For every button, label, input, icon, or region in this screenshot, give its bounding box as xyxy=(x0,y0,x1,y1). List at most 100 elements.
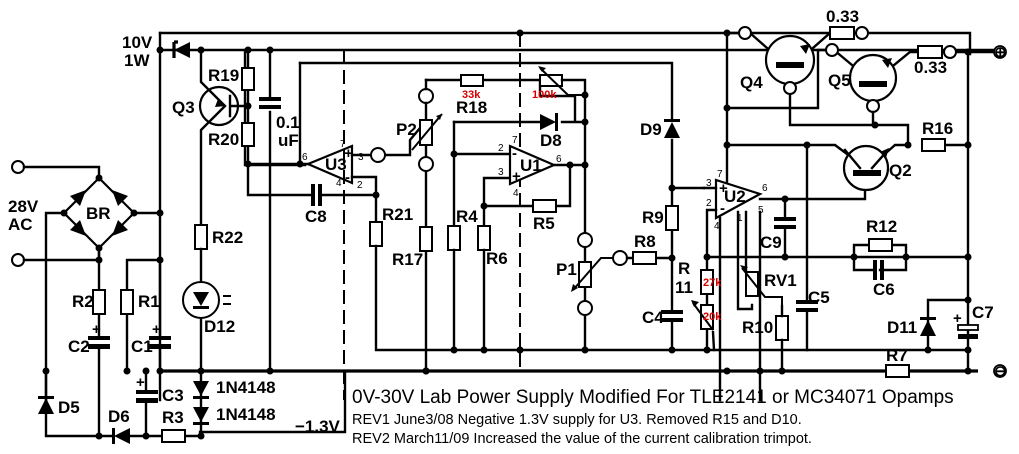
r1-c1-branch: + R1 C1 xyxy=(42,256,171,375)
resistor-shunt-q5 xyxy=(917,45,943,59)
r18-label: R18 xyxy=(456,98,487,117)
trimpot-20k-label: 20k xyxy=(703,311,722,323)
bridge-diode-icon xyxy=(70,220,86,236)
svg-text:4: 4 xyxy=(714,221,720,232)
r11-value-label: 27k xyxy=(703,277,722,289)
bridge-diode-icon xyxy=(70,190,86,206)
svg-text:3: 3 xyxy=(358,152,364,163)
c1-label: C1 xyxy=(131,337,153,356)
title-block: 0V-30V Lab Power Supply Modified For TLE… xyxy=(352,387,954,447)
resistor-r17 xyxy=(419,226,433,252)
diode-d11-icon xyxy=(920,320,936,336)
p2-top-terminal[interactable] xyxy=(418,88,434,104)
p2-bottom-terminal[interactable] xyxy=(418,156,434,172)
r4-label: R4 xyxy=(456,207,478,226)
negative-output-terminal[interactable] xyxy=(993,364,1007,378)
potentiometer-p1[interactable] xyxy=(578,261,592,288)
positive-terminal-symbol: ⊕ xyxy=(994,44,1007,61)
p1-wiper-terminal[interactable] xyxy=(612,250,628,266)
resistor-r20 xyxy=(241,122,255,147)
svg-text:2: 2 xyxy=(706,198,712,209)
q5-label: Q5 xyxy=(828,71,851,90)
trimpot-100k[interactable] xyxy=(539,74,563,87)
zener-diode-icon xyxy=(174,42,190,58)
cap-value-label-2: uF xyxy=(278,131,299,150)
resistor-r21 xyxy=(369,221,383,247)
zener-voltage-label: 10V xyxy=(122,33,153,52)
output-stage: Q2 R16 Q4 0.33 Q5 0.33 ⊕ xyxy=(725,7,1007,192)
resistor-r5 xyxy=(532,199,557,213)
svg-text:+: + xyxy=(512,168,521,185)
resistor-r10 xyxy=(775,315,789,341)
c6-label: C6 xyxy=(873,280,895,299)
q4-base-terminal xyxy=(783,81,797,95)
reference-section: 10V 1W Q3 R19 R20 0.1 uF R22 D12 xyxy=(122,33,300,375)
diode-d6-icon xyxy=(114,428,130,444)
c7-label: C7 xyxy=(972,303,994,322)
resistor-r4 xyxy=(447,225,461,251)
resistor-r6 xyxy=(477,225,491,251)
ac-input: 28V AC xyxy=(8,160,101,267)
svg-text:6: 6 xyxy=(556,154,562,165)
svg-text:-: - xyxy=(512,145,517,162)
input-voltage-label: 28V xyxy=(8,197,39,216)
p2-section: P2 R17 33k R18 100k xyxy=(392,29,589,375)
negative-supply: D5 D6 + C3 R3 1N4148 1N4148 −1.3V xyxy=(38,367,341,444)
p2-wiper-terminal[interactable] xyxy=(370,147,386,163)
r9-label: R9 xyxy=(642,208,664,227)
r6-label: R6 xyxy=(486,249,508,268)
svg-text:+: + xyxy=(92,321,101,338)
transistor-q2-icon xyxy=(842,144,890,192)
svg-text:7: 7 xyxy=(717,169,723,180)
r10-label: R10 xyxy=(742,318,773,337)
resistor-r7 xyxy=(885,364,910,378)
resistor-r19 xyxy=(241,67,255,91)
r11-label-b: 11 xyxy=(675,278,693,297)
diode-d5-icon xyxy=(38,398,54,414)
p1-top-terminal[interactable] xyxy=(577,232,593,248)
resistor-r18 xyxy=(460,74,484,87)
zener-power-label: 1W xyxy=(124,51,150,70)
neg-supply-label: −1.3V xyxy=(295,417,341,436)
diode-1n4148-label-1: 1N4148 xyxy=(216,378,276,397)
svg-text:2: 2 xyxy=(357,180,363,191)
r2-label: R2 xyxy=(72,292,94,311)
trimpot-20k[interactable] xyxy=(700,304,714,330)
positive-output-terminal[interactable] xyxy=(993,45,1007,59)
svg-text:+: + xyxy=(344,145,353,162)
r7-label: R7 xyxy=(886,346,908,365)
r2-c2-branch: + R2 C2 xyxy=(68,246,110,438)
ac-terminal-1[interactable] xyxy=(11,160,25,174)
svg-text:3: 3 xyxy=(498,167,504,178)
r1-label: R1 xyxy=(138,292,160,311)
transistor-q4-icon xyxy=(764,34,816,86)
p2-label: P2 xyxy=(396,120,417,139)
schematic-title: 0V-30V Lab Power Supply Modified For TLE… xyxy=(352,387,954,408)
resistor-r22 xyxy=(194,224,208,250)
negative-terminal-symbol: ⊖ xyxy=(994,363,1007,380)
p1-bottom-terminal[interactable] xyxy=(577,300,593,316)
right-lower-section: R12 C6 D11 + C7 R7 ⊖ xyxy=(422,50,1007,380)
bridge-label: BR xyxy=(86,204,111,223)
q3-label: Q3 xyxy=(172,98,195,117)
opamp-u3 xyxy=(305,144,354,185)
svg-text:+: + xyxy=(719,180,728,197)
ac-terminal-2[interactable] xyxy=(11,253,25,267)
input-ac-label: AC xyxy=(8,215,33,234)
u1-section: D8 U1 7 2 3 6 4 - + R5 R4 R6 xyxy=(447,113,589,354)
svg-text:+: + xyxy=(953,310,962,327)
svg-text:1: 1 xyxy=(737,213,743,224)
revision-note-1: REV1 June3/08 Negative 1.3V supply for U… xyxy=(352,412,802,428)
svg-text:+: + xyxy=(152,321,161,338)
resistor-r11 xyxy=(700,269,714,295)
svg-text:2: 2 xyxy=(498,143,504,154)
r18-value-label: 33k xyxy=(462,89,481,101)
u3-label: U3 xyxy=(325,155,347,174)
q2-label: Q2 xyxy=(889,161,912,180)
r3-label: R3 xyxy=(162,408,184,427)
bridge-diode-icon xyxy=(112,190,128,206)
c5-label: C5 xyxy=(808,288,830,307)
diode-1n4148-label-2: 1N4148 xyxy=(216,405,276,424)
